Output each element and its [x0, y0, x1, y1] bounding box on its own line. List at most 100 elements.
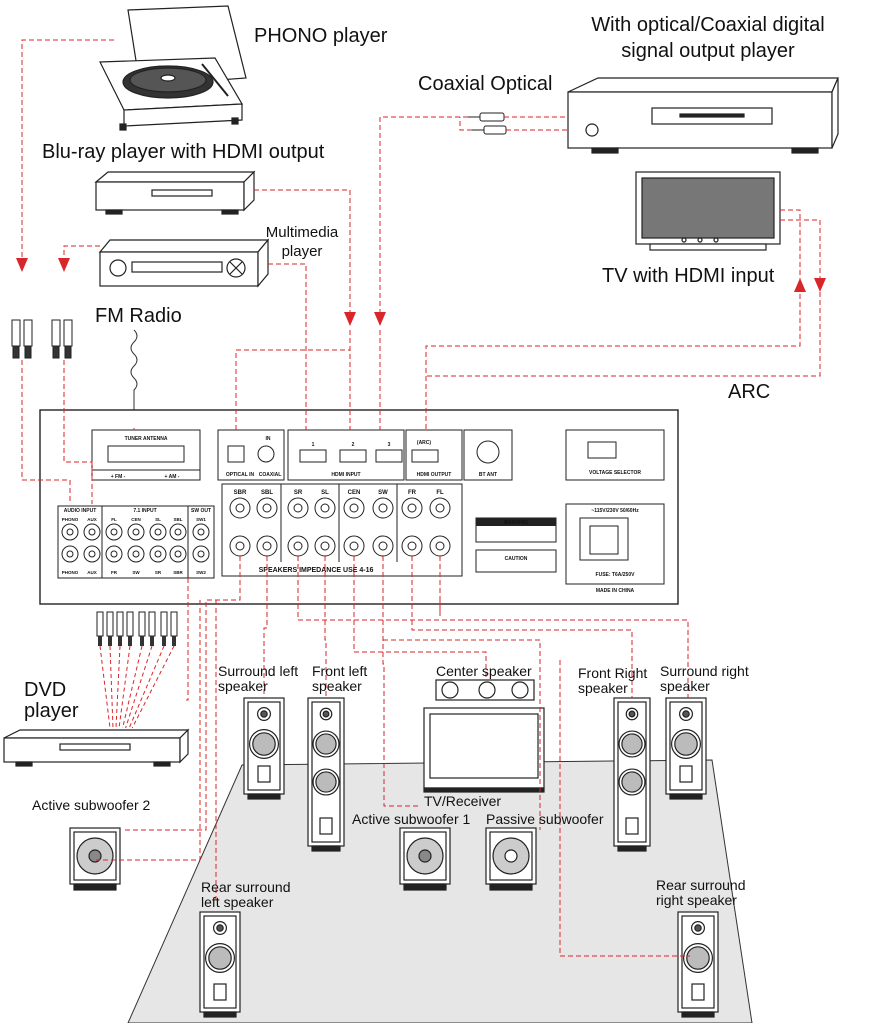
impedance-text: SPEAKERS IMPEDANCE USE 4-16 — [259, 567, 374, 574]
signal-wire — [297, 556, 689, 698]
rca-jack-center — [154, 528, 162, 536]
tv-icon — [635, 171, 781, 251]
arrow-down-icon — [16, 258, 28, 272]
rear-right-speaker-icon — [677, 911, 719, 1018]
speaker-channel-label: SW — [378, 490, 388, 496]
active-subwoofer-1-icon — [399, 827, 451, 891]
arrow-down-icon — [58, 258, 70, 272]
speaker-channel-label: FR — [408, 490, 417, 496]
fm-radio-label: FM Radio — [95, 305, 182, 327]
speaker-channel-label: SR — [294, 490, 303, 496]
coax-optical-label: Coaxial Optical — [418, 73, 553, 95]
input71-text: 7.1 INPUT — [133, 508, 156, 514]
multimedia-player-icon — [98, 238, 270, 288]
rca-jack-center — [174, 550, 182, 558]
signal-wire — [235, 349, 350, 430]
speaker-post-center — [378, 503, 388, 513]
rear-left-speaker-icon — [199, 911, 241, 1018]
speaker-post-center — [262, 503, 272, 513]
center-label: Center speaker — [436, 663, 532, 679]
speaker-channel-label: SBR — [234, 490, 247, 496]
rca-cable-bundle — [96, 611, 178, 729]
signal-wire — [21, 360, 71, 504]
arrow-down-icon — [374, 312, 386, 326]
front-left-speaker-icon — [307, 697, 345, 852]
rca-plug-tip — [162, 636, 166, 646]
surround-left-speaker-icon — [243, 697, 285, 800]
rca-jack-center — [110, 528, 118, 536]
rca-cable — [122, 645, 143, 729]
speaker-post-center — [320, 503, 330, 513]
signal-wire — [324, 556, 327, 698]
amplifier-rear-panel — [39, 409, 679, 605]
active-subwoofer-2-icon — [69, 827, 121, 891]
rear-left-label: Rear surround left speaker — [201, 879, 291, 910]
arc-tag-text: (ARC) — [417, 440, 431, 446]
rca-label: SW — [132, 570, 140, 575]
speaker-post-center — [235, 541, 245, 551]
rca-plug-tip — [98, 636, 102, 646]
rca-plug — [148, 611, 156, 637]
arrow-down-icon — [344, 312, 356, 326]
rca-plug — [116, 611, 124, 637]
rca-plug — [160, 611, 168, 637]
speaker-post-center — [378, 541, 388, 551]
speaker-post-center — [407, 541, 417, 551]
rca-label: SW1 — [196, 517, 206, 522]
active-sub1-label: Active subwoofer 1 — [352, 811, 471, 827]
signal-wire — [268, 263, 307, 430]
rca-jack-center — [154, 550, 162, 558]
signal-wire — [21, 39, 114, 258]
passive-subwoofer-icon — [485, 827, 537, 891]
rca-plugs-aux — [51, 319, 73, 359]
signal-wire — [96, 600, 201, 861]
rca-plug-tip — [140, 636, 144, 646]
speakers — [69, 697, 719, 1018]
signal-wire — [383, 639, 541, 830]
power-rating-text: ~115V/230V 50/60Hz — [591, 508, 639, 514]
speaker-posts — [229, 484, 451, 562]
bt-ant-text: BT ANT — [479, 472, 497, 478]
speaker-post-center — [235, 503, 245, 513]
front-left-label: Front left speaker — [312, 663, 368, 694]
rca-label: SW2 — [196, 570, 206, 575]
surround-left-label: Surround left speaker — [218, 663, 299, 694]
rca-label: FL — [111, 517, 117, 522]
rca-label: AUX — [87, 517, 97, 522]
bluray-label: Blu-ray player with HDMI output — [42, 141, 325, 163]
phono-player-label: PHONO player — [254, 25, 388, 47]
signal-wire — [459, 117, 472, 131]
coaxial-text: COAXIAL — [259, 472, 282, 478]
hdmi-input-text: HDMI INPUT — [331, 472, 360, 478]
tv-receiver-label: TV/Receiver — [424, 793, 502, 809]
surround-right-speaker-icon — [665, 697, 707, 800]
rca-cable — [118, 645, 131, 729]
coax-marker-text: IN — [266, 436, 271, 442]
rca-plug — [126, 611, 134, 637]
rca-plug — [138, 611, 146, 637]
speaker-post-center — [293, 541, 303, 551]
speaker-post-center — [349, 503, 359, 513]
rca-jack-center — [66, 528, 74, 536]
front-right-label: Front Right speaker — [578, 665, 648, 696]
tv-receiver-icon — [423, 707, 545, 793]
tuner-antenna-text: TUNER ANTENNA — [125, 436, 168, 442]
rca-plug-tip — [118, 636, 122, 646]
rca-jack-center — [132, 528, 140, 536]
arc-label: ARC — [728, 381, 771, 403]
rca-jack-center — [132, 550, 140, 558]
rca-cable — [109, 645, 114, 729]
optical-in-text: OPTICAL IN — [226, 472, 255, 478]
warning-text: WARNING — [504, 520, 528, 526]
speaker-post-center — [435, 503, 445, 513]
signal-wire — [353, 556, 487, 680]
signal-wire — [411, 556, 633, 698]
passive-sub-label: Passive subwoofer — [486, 811, 604, 827]
signal-wire — [263, 556, 268, 698]
fm-antenna-wire — [130, 329, 138, 430]
front-right-speaker-icon — [613, 697, 651, 852]
am-terminal-text: + AM - — [165, 474, 180, 480]
coax-optical-plugs — [468, 112, 507, 135]
